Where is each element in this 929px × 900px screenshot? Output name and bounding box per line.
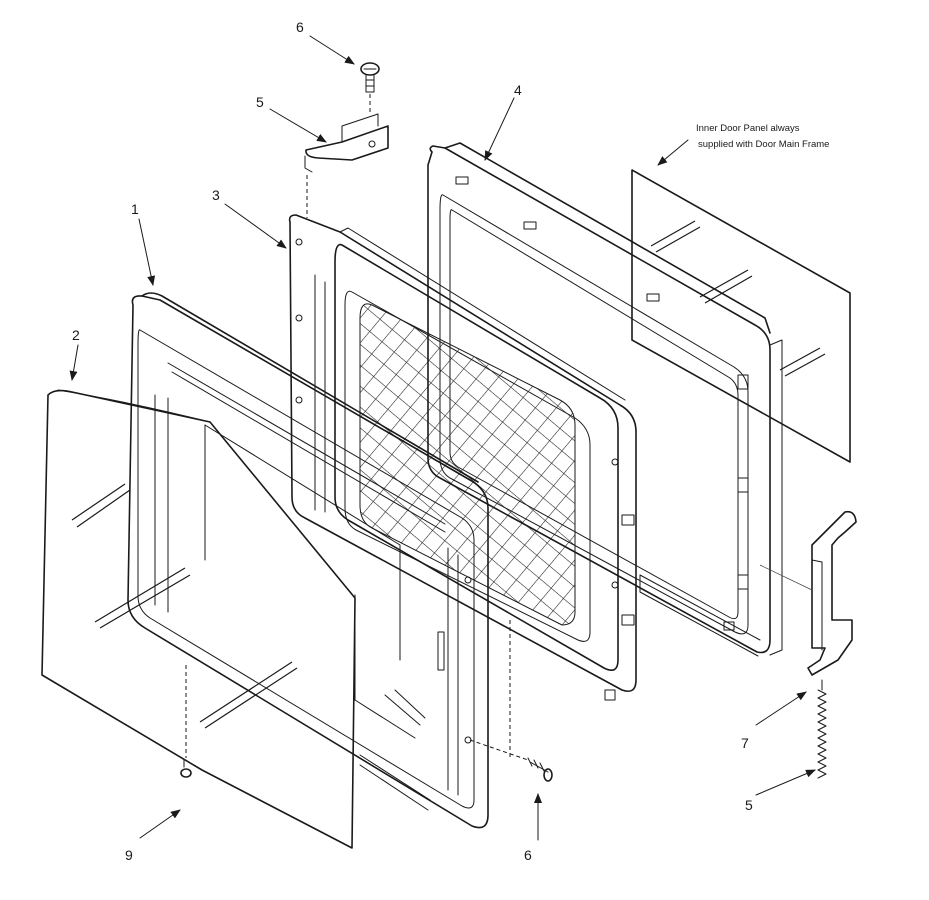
callout-6-top: 6: [296, 19, 304, 35]
note-line-2: supplied with Door Main Frame: [698, 139, 829, 150]
outer-door-glass: [41, 389, 356, 849]
bottom-screw: [469, 620, 553, 782]
upper-hinge: [304, 113, 389, 218]
bottom-left-screw: [180, 665, 192, 778]
inner-panel-note: Inner Door Panel always supplied with Do…: [696, 123, 829, 150]
top-screw: [360, 62, 380, 112]
note-line-1: Inner Door Panel always: [696, 123, 800, 134]
callout-labels: 6 5 4 3 1 2 7 5 9 6: [72, 19, 753, 863]
door-trim-frame: [127, 292, 489, 829]
callout-5-top: 5: [256, 94, 264, 110]
leader-lines: [69, 35, 816, 841]
callout-2: 2: [72, 327, 80, 343]
callout-5-bottom: 5: [745, 797, 753, 813]
door-choke-frame: [288, 214, 637, 701]
callout-6-bottom: 6: [524, 847, 532, 863]
callout-4: 4: [514, 82, 522, 98]
latch-spring: [817, 679, 827, 779]
callout-3: 3: [212, 187, 220, 203]
callout-7: 7: [741, 735, 749, 751]
inner-door-panel: [631, 169, 851, 463]
callout-1: 1: [131, 201, 139, 217]
latch-hook: [759, 510, 857, 676]
callout-9: 9: [125, 847, 133, 863]
